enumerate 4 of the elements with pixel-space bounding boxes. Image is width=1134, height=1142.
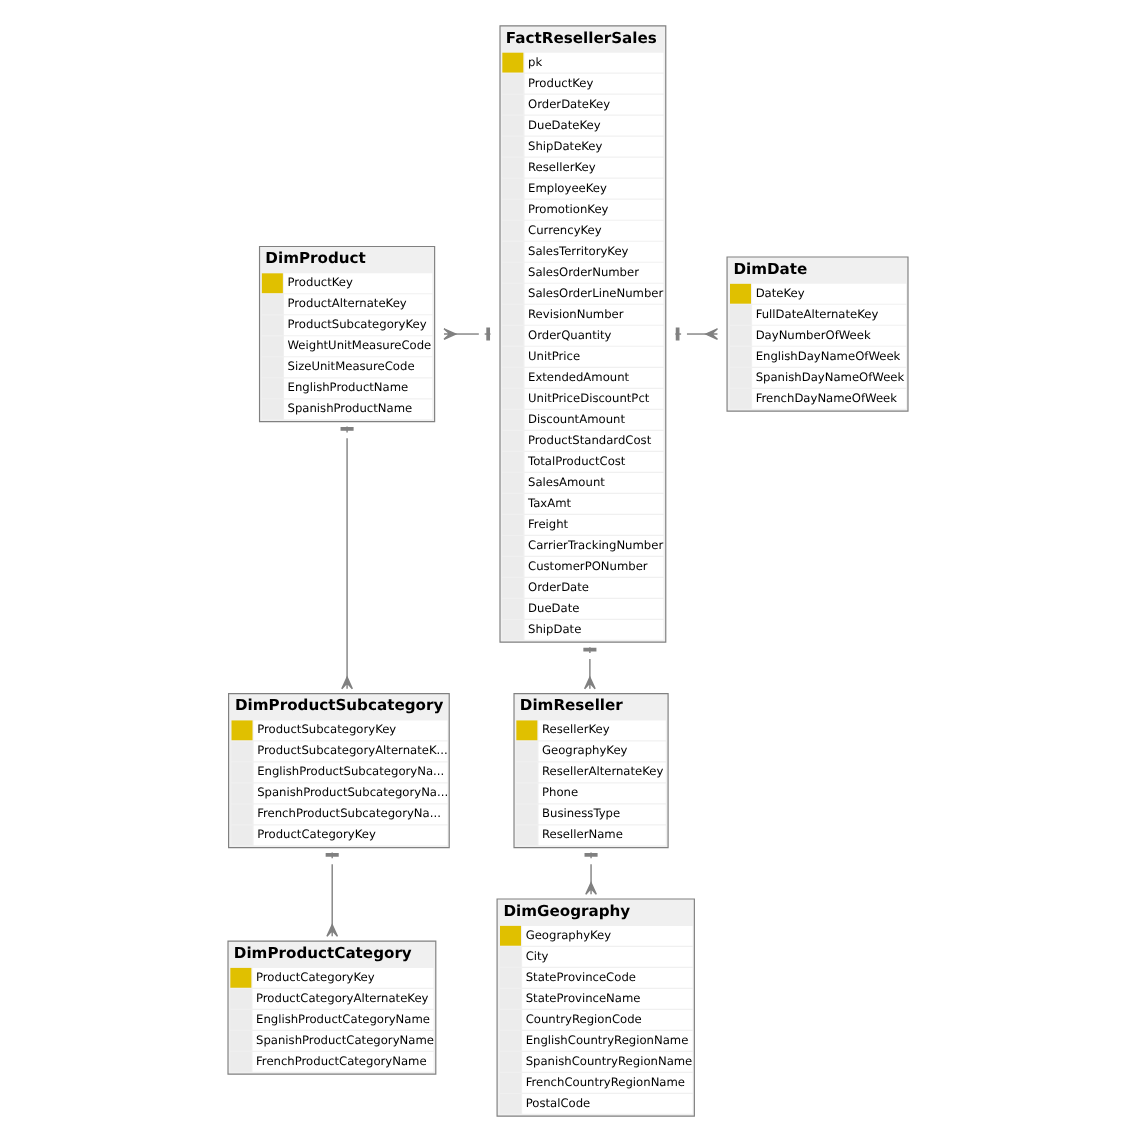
connector (583, 851, 597, 896)
connector (324, 851, 338, 938)
connector (442, 327, 491, 341)
connector (339, 425, 353, 690)
